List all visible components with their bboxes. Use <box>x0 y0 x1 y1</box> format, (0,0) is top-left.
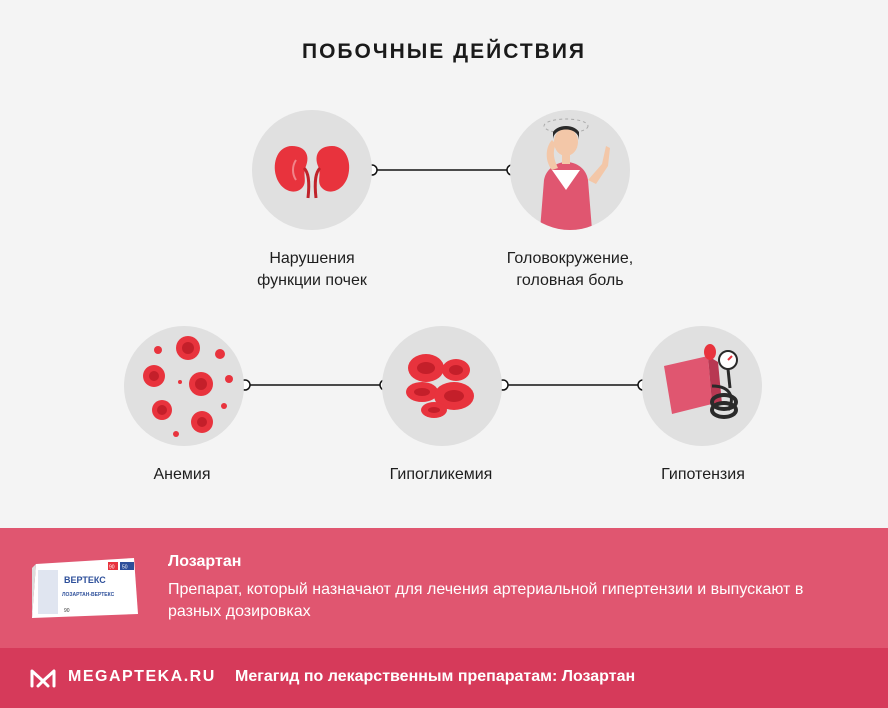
red-cells-icon <box>382 326 502 446</box>
package-count-badge: 90 <box>109 565 115 571</box>
footer-caption: Мегагид по лекарственным препаратам: Лоз… <box>235 668 636 685</box>
effect-label-line1: Гипотензия <box>661 466 745 483</box>
drug-panel <box>0 528 888 648</box>
blood-cells-icon <box>124 326 244 446</box>
kidneys-icon <box>252 110 372 230</box>
effect-label-line2: функции почек <box>257 272 367 289</box>
connector-bottom-left <box>239 379 391 391</box>
drug-package-image: ВЕРТЕКС ЛОЗАРТАН-ВЕРТЕКС 90 50 90 <box>32 558 138 618</box>
effect-label-hypoglycemia: Гипогликемия <box>341 464 541 486</box>
page-title: ПОБОЧНЫЕ ДЕЙСТВИЯ <box>301 40 587 63</box>
drug-description: Препарат, который назначают для лечения … <box>168 581 804 620</box>
effect-label-line1: Головокружение, <box>506 250 634 267</box>
effect-label-kidneys: Нарушения функции почек <box>212 248 412 292</box>
effect-label-hypotension: Гипотензия <box>603 464 803 486</box>
connector-bottom-right <box>497 379 649 391</box>
megapteka-logo-icon[interactable] <box>29 666 57 690</box>
brand-link[interactable]: MEGAPTEKA.RU <box>68 668 216 685</box>
effect-label-line1: Анемия <box>153 466 211 483</box>
effect-label-dizziness: Головокружение, головная боль <box>470 248 670 292</box>
drug-name: Лозартан <box>168 553 242 570</box>
package-brand: ВЕРТЕКС <box>64 575 106 585</box>
effect-label-anemia: Анемия <box>82 464 282 486</box>
connector-top <box>366 164 518 176</box>
effect-label-line2: головная боль <box>516 272 624 289</box>
footer-bar <box>0 648 888 708</box>
dizzy-woman-icon <box>510 110 630 230</box>
effect-label-line1: Гипогликемия <box>389 466 493 483</box>
package-count: 90 <box>64 608 70 614</box>
package-dose: 50 <box>122 565 128 571</box>
package-product: ЛОЗАРТАН-ВЕРТЕКС <box>62 592 115 598</box>
effect-label-line1: Нарушения <box>269 250 355 267</box>
tonometer-icon <box>642 326 762 446</box>
